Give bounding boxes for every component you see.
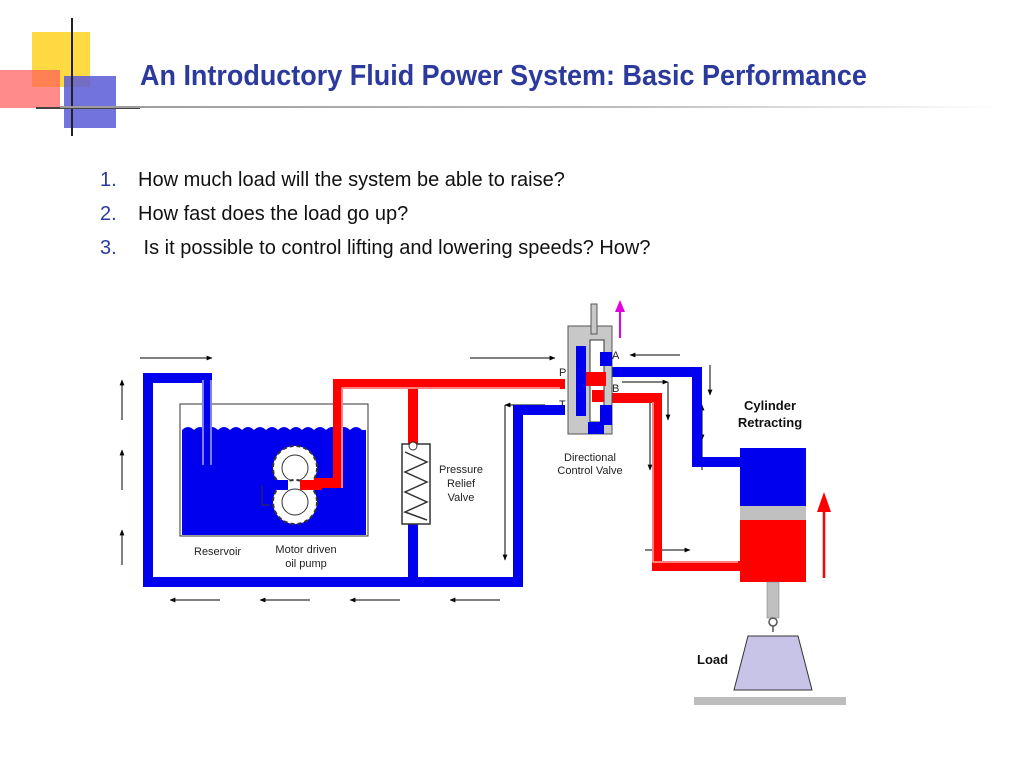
load-label: Load <box>697 652 728 667</box>
list-number: 3. <box>100 237 117 259</box>
return-lines <box>143 367 740 587</box>
corner-decoration <box>0 0 140 140</box>
list-text: How fast does the load go up? <box>138 203 409 225</box>
dcv-label-line1: Directional <box>564 452 616 464</box>
slide-title: An Introductory Fluid Power System: Basi… <box>140 60 867 92</box>
list-number: 1. <box>100 169 117 191</box>
cylinder-motion-arrow <box>817 492 831 578</box>
directional-control-valve <box>567 303 613 435</box>
relief-label-line3: Valve <box>448 492 475 504</box>
port-a-label: A <box>612 350 620 362</box>
gear-pump-icon <box>261 445 322 525</box>
list-text: Is it possible to control lifting and lo… <box>138 237 651 259</box>
list-item: 2. How fast does the load go up? <box>100 199 651 233</box>
load-weight <box>694 617 846 705</box>
list-item: 1. How much load will the system be able … <box>100 165 651 199</box>
pump-label-line1: Motor driven <box>275 544 336 556</box>
port-b-label: B <box>612 383 619 395</box>
hydraulic-system-diagram: Reservoir Motor driven oil pump Pressure… <box>110 290 870 720</box>
list-text: How much load will the system be able to… <box>138 169 565 191</box>
port-t-label: T <box>559 399 566 411</box>
cylinder-label-line1: Cylinder <box>744 398 796 413</box>
reservoir-label: Reservoir <box>194 546 241 558</box>
valve-motion-arrow <box>615 300 625 338</box>
pressure-pipe-highlight <box>341 387 738 563</box>
title-divider <box>60 106 1000 108</box>
port-p-label: P <box>559 367 566 379</box>
list-item: 3. Is it possible to control lifting and… <box>100 233 651 267</box>
list-number: 2. <box>100 203 117 225</box>
hydraulic-cylinder <box>740 448 806 619</box>
cylinder-label-line2: Retracting <box>738 415 802 430</box>
dcv-label-line2: Control Valve <box>557 465 622 477</box>
relief-label-line1: Pressure <box>439 464 483 476</box>
question-list: 1. How much load will the system be able … <box>100 165 651 267</box>
pump-label-line2: oil pump <box>285 558 327 570</box>
pressure-relief-valve <box>401 441 431 525</box>
relief-label-line2: Relief <box>447 478 476 490</box>
